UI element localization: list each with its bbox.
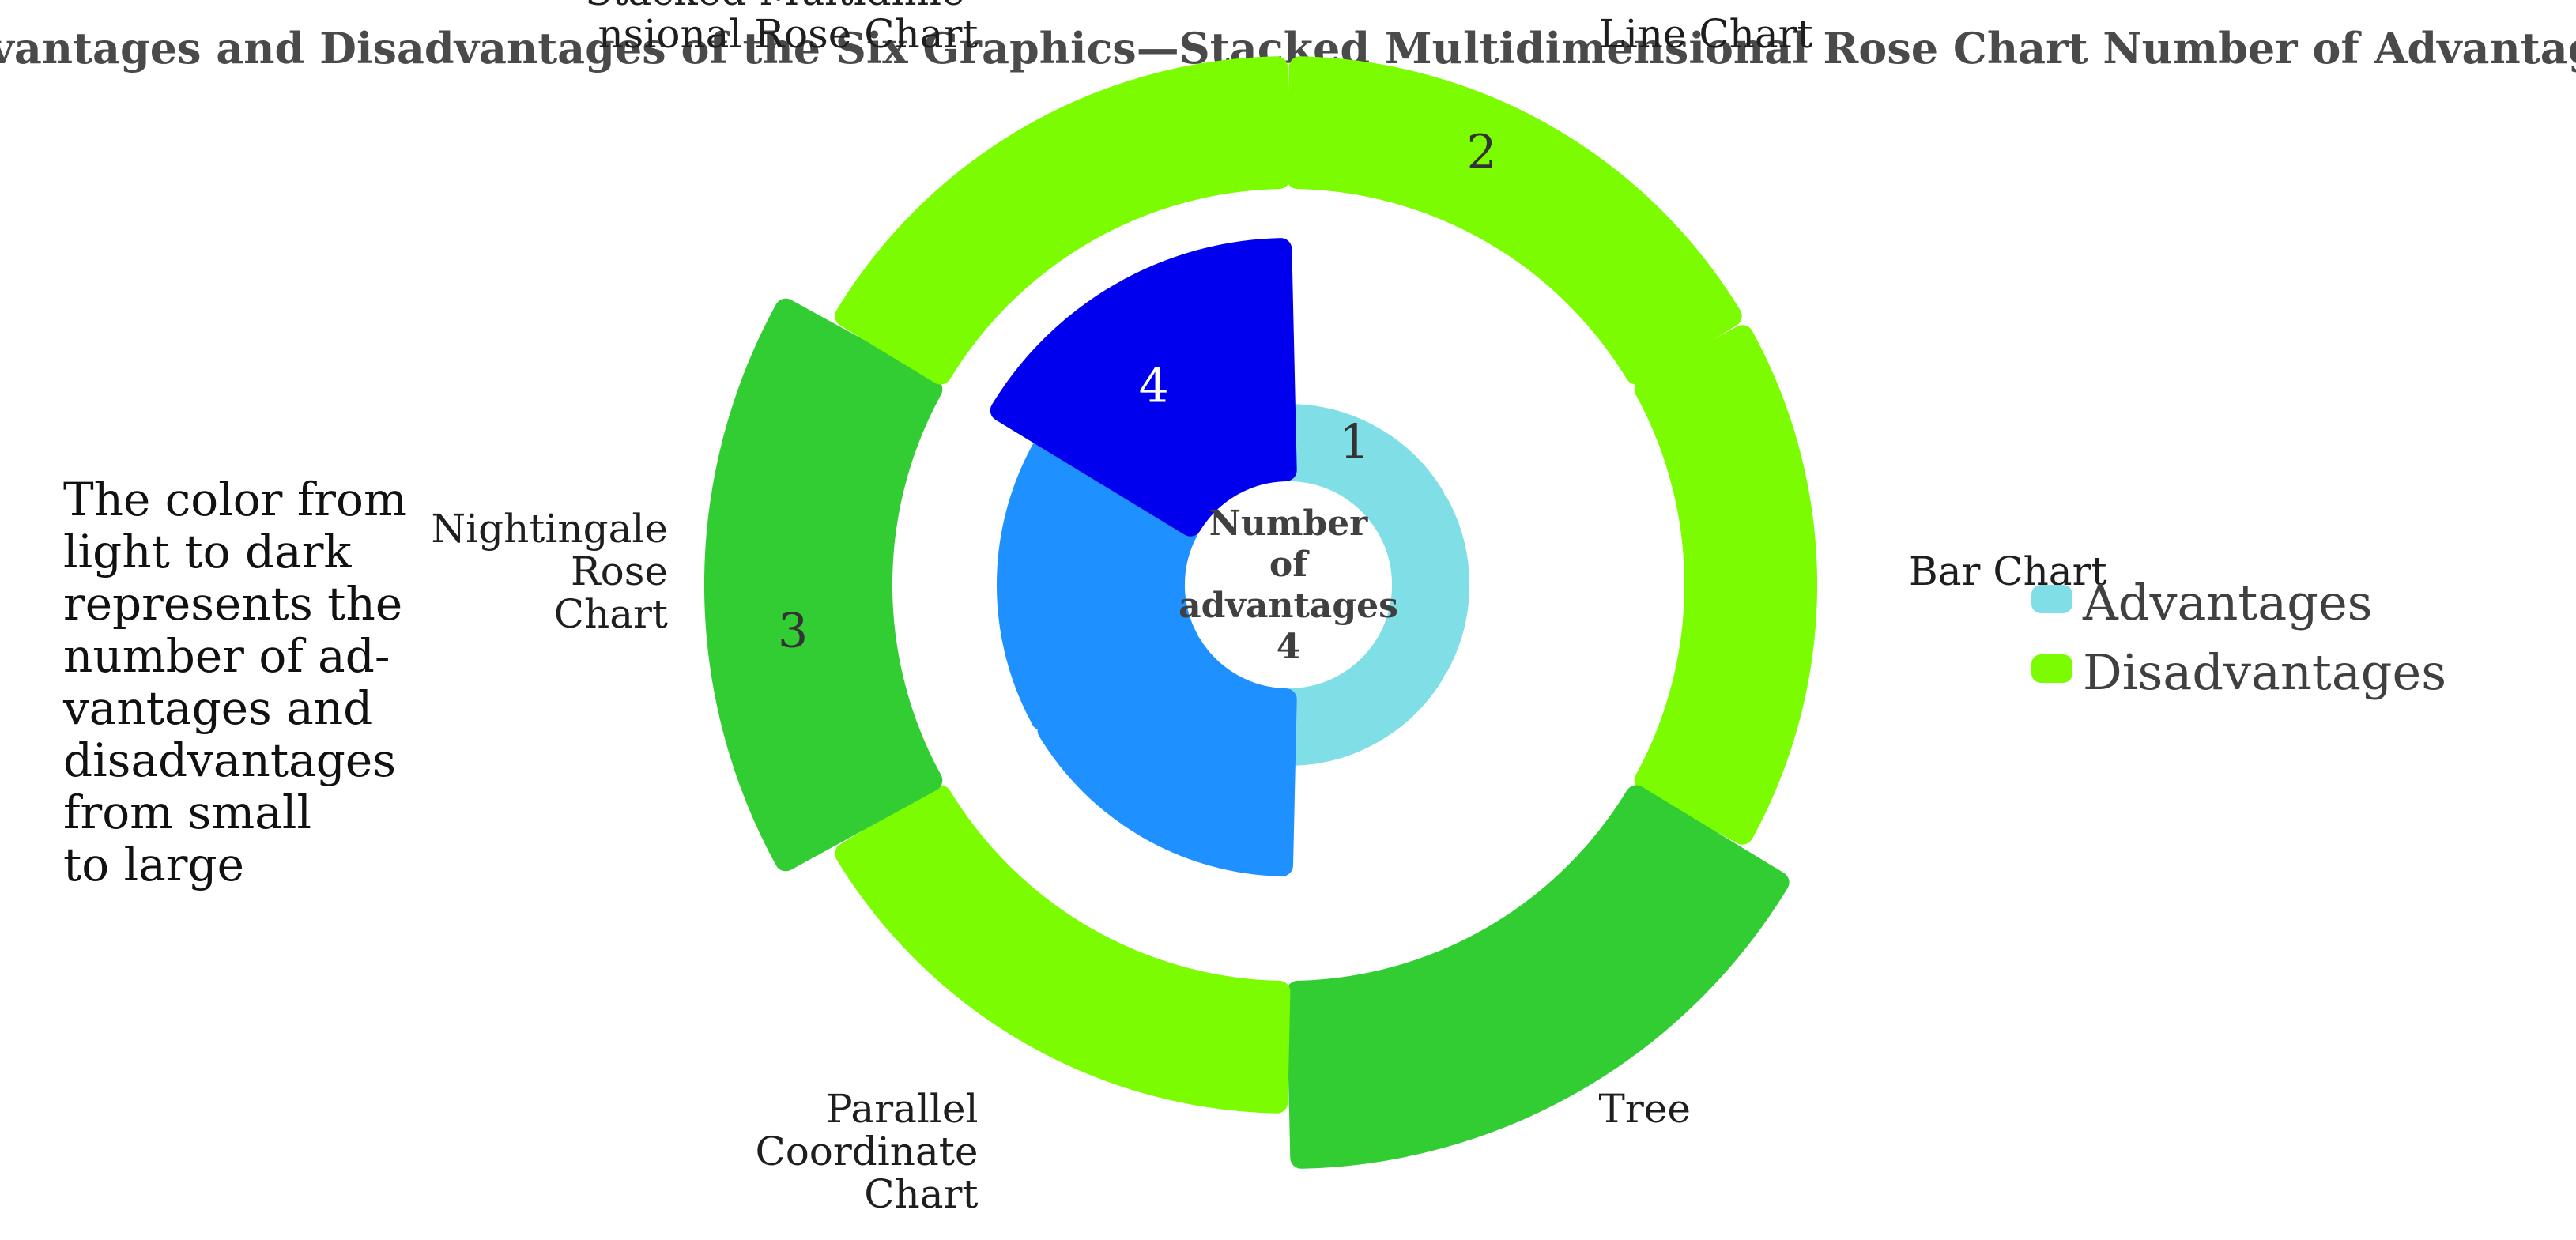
category-label-line-chart: Line Chart: [1599, 11, 1813, 57]
legend-label-advantages: Advantages: [2082, 574, 2372, 631]
category-label-tree: Tree: [1599, 1086, 1691, 1132]
category-label-bar-chart: Bar Chart: [1909, 548, 2107, 594]
disadvantages-segment-bar-chart: [1634, 325, 1817, 845]
disadvantages-segment-tree: [1286, 785, 1790, 1169]
disadvantages-segment-parallel-coordinate-chart: [835, 785, 1291, 1114]
disadvantages-segment-multidimensional-stacked-multidimensional-rose-chart: [835, 56, 1291, 385]
legend-swatch-disadvantages: [2031, 654, 2072, 683]
chart-title: Advantages and Disadvantages of the Six …: [0, 23, 2576, 73]
disadvantages-value-line-chart: 2: [1467, 125, 1497, 180]
advantages-value-multidimensional-stacked-multidimensional-rose-chart: 4: [1139, 359, 1169, 414]
chart-segments: [704, 56, 1817, 1169]
advantages-value-line-chart: 1: [1340, 414, 1370, 469]
legend-label-disadvantages: Disadvantages: [2083, 643, 2446, 701]
advantages-segment-nightingale-rose-chart: [997, 439, 1199, 731]
legend-swatch-advantages: [2031, 585, 2072, 613]
advantages-segment-parallel-coordinate-chart: [1037, 633, 1297, 876]
category-label-multidimensional-stacked-multidimensional-rose-chart: Multidimensional/Stacked Multidime-nsion…: [585, 0, 978, 57]
advantages-segment-multidimensional-stacked-multidimensional-rose-chart: [990, 238, 1297, 537]
advantages-segment-tree: [1280, 633, 1445, 766]
disadvantages-value-nightingale-rose-chart: 3: [778, 603, 808, 658]
disadvantages-segment-line-chart: [1286, 56, 1742, 385]
disadvantages-segment-nightingale-rose-chart: [704, 298, 943, 872]
